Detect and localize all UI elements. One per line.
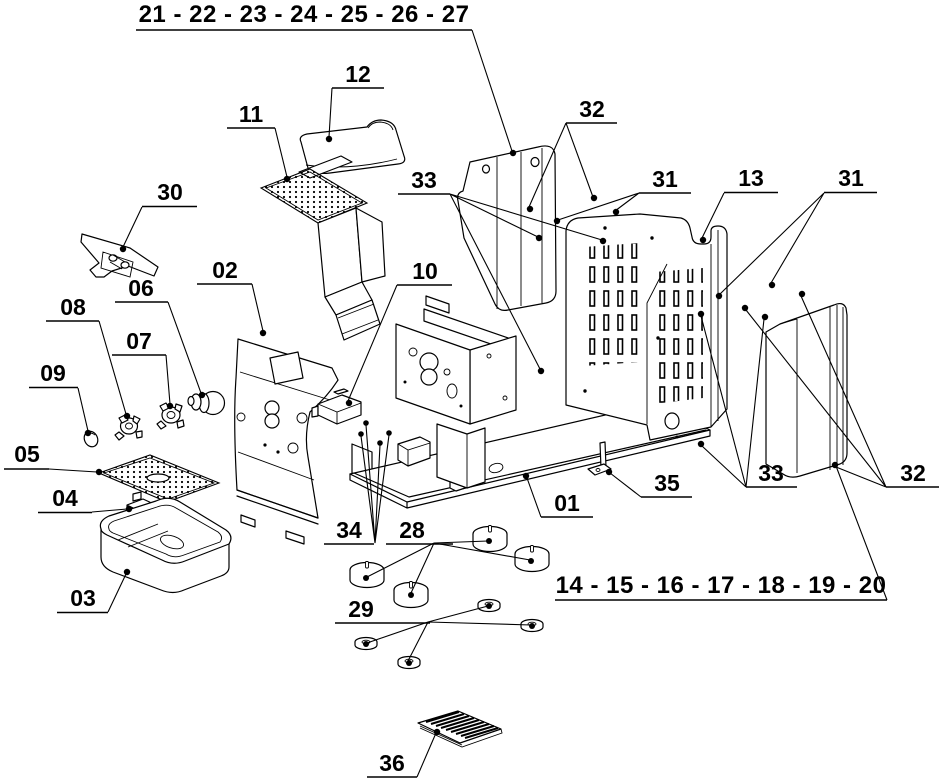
part-label-11: 11	[227, 101, 275, 129]
part-label-31-right: 31	[824, 165, 877, 194]
part-08-coupling	[114, 414, 143, 441]
svg-text:28: 28	[399, 517, 425, 543]
svg-text:10: 10	[412, 258, 438, 284]
svg-text:32: 32	[579, 96, 605, 122]
group-label-21-27-text: 21 - 22 - 23 - 24 - 25 - 26 - 27	[139, 1, 470, 28]
part-label-36: 36	[367, 750, 417, 778]
svg-text:05: 05	[14, 441, 40, 467]
part-12-top-lid	[299, 119, 406, 175]
part-label-07: 07	[112, 328, 166, 356]
part-label-13: 13	[724, 165, 778, 194]
part-label-33-right: 33	[746, 460, 797, 488]
leader-dots	[84, 135, 839, 736]
part-label-10: 10	[397, 258, 452, 286]
part-30-mounting-bracket	[80, 233, 159, 278]
feet-28	[349, 524, 550, 609]
group-label-21-27: 21 - 22 - 23 - 24 - 25 - 26 - 27	[136, 1, 472, 31]
part-label-30: 30	[142, 179, 197, 208]
panel-21-27-rear-panel	[456, 145, 557, 311]
svg-text:06: 06	[128, 275, 154, 301]
part-label-33-left: 33	[398, 167, 450, 195]
svg-text:12: 12	[345, 61, 371, 87]
part-label-32-right: 32	[886, 460, 939, 488]
svg-text:36: 36	[379, 750, 405, 776]
svg-text:11: 11	[239, 101, 264, 127]
part-label-03: 03	[57, 585, 108, 614]
group-label-14-20: 14 - 15 - 16 - 17 - 18 - 19 - 20	[555, 572, 887, 601]
part-label-05: 05	[4, 441, 49, 470]
svg-text:35: 35	[654, 470, 680, 496]
part-07-coupling	[156, 402, 185, 430]
svg-text:08: 08	[60, 294, 86, 320]
part-36-vent-plate	[417, 710, 503, 748]
part-label-35: 35	[641, 470, 692, 498]
leader-lines	[48, 29, 888, 778]
part-13-side-panel	[565, 213, 728, 441]
part-35-bracket	[587, 441, 612, 476]
part-label-12: 12	[332, 61, 384, 89]
part-11-cup-warmer-assembly	[259, 155, 386, 341]
panel-14-20-side-panel	[765, 302, 848, 478]
part-label-34: 34	[324, 517, 374, 545]
part-06-knob	[187, 390, 226, 416]
svg-text:01: 01	[554, 490, 580, 516]
svg-text:09: 09	[40, 360, 66, 386]
part-02-front-panel	[234, 338, 339, 545]
part-label-32-top: 32	[566, 96, 617, 124]
part-label-02: 02	[197, 257, 252, 285]
svg-text:33: 33	[411, 167, 437, 193]
part-label-01: 01	[541, 490, 593, 518]
washers-29	[354, 598, 544, 670]
svg-text:03: 03	[70, 585, 96, 611]
group-label-14-20-text: 14 - 15 - 16 - 17 - 18 - 19 - 20	[556, 572, 887, 599]
svg-text:31: 31	[652, 166, 678, 192]
part-label-06: 06	[115, 275, 168, 303]
svg-text:33: 33	[758, 460, 784, 486]
part-label-08: 08	[46, 294, 99, 322]
svg-text:29: 29	[348, 596, 374, 622]
part-label-31-left: 31	[639, 166, 691, 194]
part-label-29: 29	[335, 596, 430, 624]
chassis-assembly	[395, 295, 517, 489]
svg-text:34: 34	[336, 517, 362, 543]
part-label-28: 28	[386, 517, 453, 545]
svg-text:07: 07	[126, 328, 152, 354]
labels: 21 - 22 - 23 - 24 - 25 - 26 - 27 14 - 15…	[4, 1, 939, 778]
svg-text:30: 30	[157, 179, 183, 205]
svg-text:04: 04	[52, 485, 78, 511]
part-label-09: 09	[29, 360, 78, 389]
svg-text:31: 31	[838, 165, 864, 191]
svg-text:02: 02	[212, 257, 238, 283]
part-label-04: 04	[38, 485, 92, 514]
svg-text:32: 32	[900, 460, 926, 486]
part-03-drip-tray	[99, 497, 232, 594]
part-05-drip-grate	[97, 454, 221, 503]
svg-text:13: 13	[738, 165, 764, 191]
